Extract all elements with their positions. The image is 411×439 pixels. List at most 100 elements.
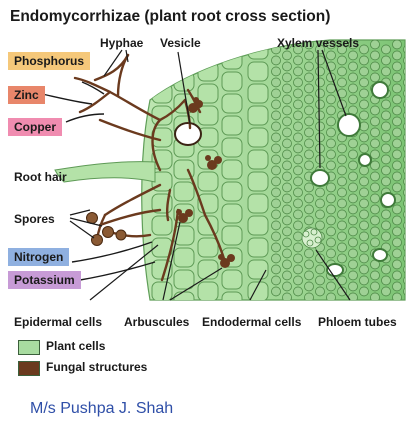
root-hair xyxy=(54,161,156,183)
vascular-cell xyxy=(315,275,325,286)
vascular-cell xyxy=(359,77,369,88)
cortex-cell xyxy=(221,159,243,180)
vascular-cell xyxy=(282,61,292,72)
cortex-cell xyxy=(247,281,269,300)
vascular-cell xyxy=(403,77,405,88)
vascular-cell xyxy=(381,165,391,176)
cortex-cell xyxy=(197,40,219,60)
cortex-cell xyxy=(173,269,195,290)
tissue-cells xyxy=(151,40,405,300)
vascular-cell xyxy=(359,88,369,99)
cortex-cell xyxy=(247,83,269,104)
vascular-cell xyxy=(271,231,281,242)
vascular-cell xyxy=(403,231,405,242)
vascular-cell xyxy=(337,198,347,209)
vascular-cell xyxy=(293,121,303,132)
vascular-cell xyxy=(359,275,369,286)
vascular-cell xyxy=(282,72,292,83)
vascular-cell xyxy=(326,50,336,61)
vascular-cell xyxy=(326,281,336,292)
vascular-cell xyxy=(293,209,303,220)
vascular-cell xyxy=(282,182,292,193)
vascular-cell xyxy=(315,264,325,275)
vascular-cell xyxy=(403,286,405,297)
cortex-cell xyxy=(173,49,195,70)
vascular-cell xyxy=(381,66,391,77)
vascular-cell xyxy=(348,94,358,105)
author-credit: M/s Pushpa J. Shah xyxy=(30,400,174,417)
vascular-cell xyxy=(337,77,347,88)
nutrient-phosphorus: Phosphorus xyxy=(8,52,91,70)
cortex-cell xyxy=(197,281,219,300)
vascular-cell xyxy=(392,40,402,50)
vascular-cell xyxy=(348,50,358,61)
vascular-cell xyxy=(282,215,292,226)
vascular-cell xyxy=(337,66,347,77)
vascular-cell xyxy=(326,292,336,300)
vascular-cell xyxy=(304,160,314,171)
vascular-cell xyxy=(293,231,303,242)
vascular-cell xyxy=(271,99,281,110)
vascular-cell xyxy=(337,209,347,220)
cortex-cell xyxy=(221,137,243,158)
vascular-cell xyxy=(326,149,336,160)
vascular-cell xyxy=(381,220,391,231)
vascular-cell xyxy=(293,253,303,264)
vascular-cell xyxy=(348,182,358,193)
vascular-cell xyxy=(359,55,369,66)
vascular-cell xyxy=(271,66,281,77)
xylem-vessels xyxy=(310,81,396,277)
vascular-cell xyxy=(381,154,391,165)
vascular-cell xyxy=(348,83,358,94)
vascular-cell xyxy=(293,66,303,77)
nutrient-copper: Copper xyxy=(8,118,62,136)
vascular-cell xyxy=(403,253,405,264)
vascular-cell xyxy=(392,204,402,215)
vascular-cell xyxy=(337,154,347,165)
legend-swatch-fungal-structures xyxy=(18,361,40,376)
vascular-cell xyxy=(326,226,336,237)
label-epidermal-cells: Epidermal cells xyxy=(14,315,103,329)
vascular-cell xyxy=(381,264,391,275)
vascular-cell xyxy=(326,127,336,138)
vascular-cell xyxy=(370,215,380,226)
vascular-cell xyxy=(403,187,405,198)
vascular-cell xyxy=(326,138,336,149)
vascular-cell xyxy=(392,248,402,259)
vascular-cell xyxy=(337,143,347,154)
vascular-cell xyxy=(282,50,292,61)
vascular-cell xyxy=(282,94,292,105)
vascular-cell xyxy=(403,154,405,165)
vascular-cell xyxy=(359,66,369,77)
label-hyphae: Hyphae xyxy=(100,36,144,50)
label-phloem-tubes: Phloem tubes xyxy=(318,315,397,329)
vascular-cell xyxy=(326,193,336,204)
vascular-cell xyxy=(337,231,347,242)
cortex-cell xyxy=(221,203,243,224)
cortex-cell xyxy=(247,171,269,192)
vascular-cell xyxy=(271,55,281,66)
vascular-cell xyxy=(381,110,391,121)
vascular-cell xyxy=(304,281,314,292)
leader-lines xyxy=(69,49,351,301)
vascular-cell xyxy=(304,105,314,116)
label-xylem-vessels: Xylem vessels xyxy=(277,36,360,50)
vascular-cell xyxy=(370,149,380,160)
vascular-cell xyxy=(282,160,292,171)
vascular-cell xyxy=(403,209,405,220)
vascular-cell xyxy=(392,61,402,72)
vascular-cell xyxy=(326,94,336,105)
vascular-cell xyxy=(359,220,369,231)
vascular-cell xyxy=(315,55,325,66)
vascular-cell xyxy=(359,253,369,264)
vascular-cell xyxy=(304,61,314,72)
cortex-cell xyxy=(221,225,243,246)
vascular-cell xyxy=(370,61,380,72)
vascular-cell xyxy=(304,149,314,160)
vascular-cell xyxy=(392,50,402,61)
cortex-cell xyxy=(173,181,195,202)
vascular-cell xyxy=(370,237,380,248)
vascular-cell xyxy=(403,66,405,77)
vascular-cell xyxy=(381,99,391,110)
